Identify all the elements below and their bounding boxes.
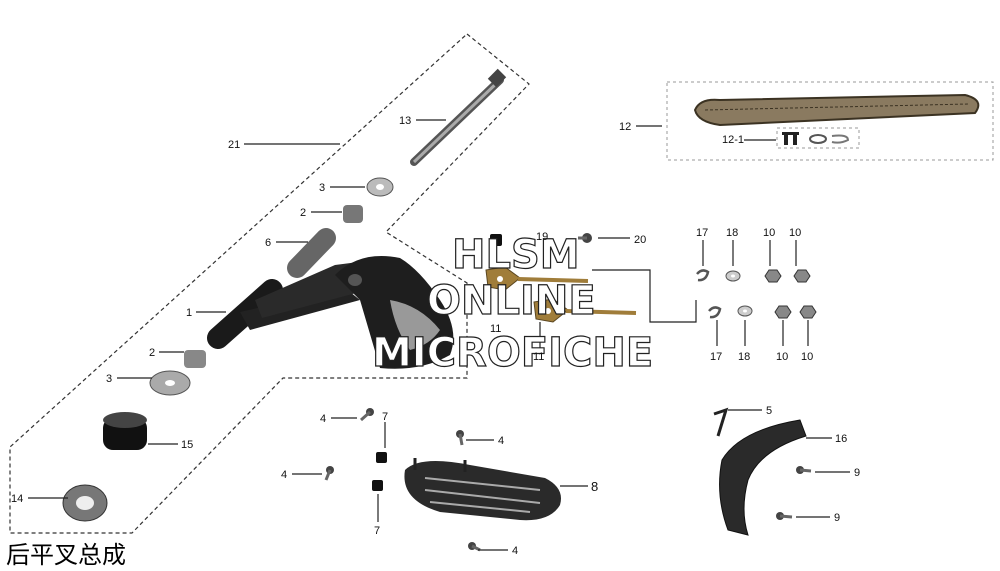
bolt-20-part	[578, 233, 592, 243]
callout-10-bottom-b: 10	[801, 351, 813, 363]
bolt-9-b-part	[776, 512, 793, 520]
callout-3-top: 3	[319, 182, 325, 194]
bolt-4-d-part	[468, 542, 481, 552]
spring-washer-bottom-part	[708, 306, 722, 319]
callout-10-top-b: 10	[789, 227, 801, 239]
callout-12-1: 12-1	[722, 134, 744, 146]
callout-2-bottom: 2	[149, 347, 155, 359]
bolt-4-c-part	[324, 466, 334, 481]
spring-washer-top-part	[696, 269, 710, 282]
callout-18-bottom: 18	[738, 351, 750, 363]
chain-adjuster-bottom-part	[533, 298, 637, 323]
bolt-4-b-part	[456, 430, 464, 446]
rear-mudguard-part	[719, 419, 807, 536]
bolt-4-a-part	[360, 408, 374, 422]
washer-bottom-part	[149, 370, 191, 396]
swingarm-part	[207, 256, 454, 369]
callout-9-b: 9	[834, 512, 840, 524]
callout-8: 8	[591, 479, 598, 494]
washer-top-part	[366, 177, 394, 197]
chain-adjuster-top-part	[485, 266, 589, 291]
drive-chain-part	[693, 93, 980, 127]
rubber-block-bottom-part	[372, 480, 383, 491]
rubber-block-top-part	[376, 452, 387, 463]
clip-part	[713, 407, 729, 437]
callout-15: 15	[181, 439, 193, 451]
callout-4-d: 4	[512, 545, 518, 557]
callout-16: 16	[835, 433, 847, 445]
adjuster-cap-part	[490, 234, 502, 246]
chain-box	[666, 81, 994, 161]
callout-7-top: 7	[382, 411, 388, 423]
dust-cap-part	[103, 412, 147, 450]
callout-2-top: 2	[300, 207, 306, 219]
callout-6: 6	[265, 237, 271, 249]
watermark-line3: MICROFICHE	[372, 330, 653, 376]
callout-17-bottom: 17	[710, 351, 722, 363]
callout-4-a: 4	[320, 413, 326, 425]
callout-10-bottom-a: 10	[776, 351, 788, 363]
chain-link-box	[776, 127, 860, 149]
callout-11-top: 11	[490, 323, 501, 335]
callout-9-a: 9	[854, 467, 860, 479]
leader-lines	[28, 119, 850, 551]
watermark-line2: ONLINE	[427, 278, 596, 324]
hex-nut-top-a-part	[764, 269, 782, 283]
hex-nut-top-b-part	[793, 269, 811, 283]
hex-nut-bottom-b-part	[799, 305, 817, 319]
group-outline-21	[9, 33, 530, 534]
hex-nut-bottom-a-part	[774, 305, 792, 319]
master-link-part	[782, 132, 850, 145]
callout-10-top-a: 10	[763, 227, 775, 239]
bolt-9-a-part	[796, 466, 812, 474]
callout-labels: 21 13 3 2 6 1 2 3 15 14 12 12-1 19 20 11…	[11, 115, 860, 557]
watermark-line1: HLSM	[452, 232, 580, 278]
callout-1: 1	[186, 307, 192, 319]
callout-4-c: 4	[281, 469, 287, 481]
callout-17-top: 17	[696, 227, 708, 239]
callout-20: 20	[634, 234, 646, 246]
watermark: HLSM ONLINE MICROFICHE	[371, 231, 653, 376]
diagram-title: 后平叉总成	[6, 541, 126, 569]
callout-12: 12	[619, 121, 631, 133]
axle-nut-part	[62, 484, 108, 522]
callout-7-bottom: 7	[374, 525, 380, 537]
callout-21: 21	[228, 139, 240, 151]
callout-4-b: 4	[498, 435, 504, 447]
flat-washer-bottom-part	[737, 305, 753, 317]
callout-14: 14	[11, 493, 23, 505]
sleeve-part	[287, 228, 336, 278]
flat-washer-top-part	[725, 270, 741, 282]
callout-3-bottom: 3	[106, 373, 112, 385]
axle-bolt-part	[410, 68, 507, 166]
bushing-top-part	[343, 205, 363, 223]
callout-19: 19	[536, 231, 548, 243]
chain-guard-part	[404, 458, 561, 521]
callout-11-bottom: 11	[533, 351, 544, 363]
callout-5: 5	[766, 405, 772, 417]
callout-13: 13	[399, 115, 411, 127]
callout-18-top: 18	[726, 227, 738, 239]
bushing-bottom-part	[184, 350, 206, 368]
